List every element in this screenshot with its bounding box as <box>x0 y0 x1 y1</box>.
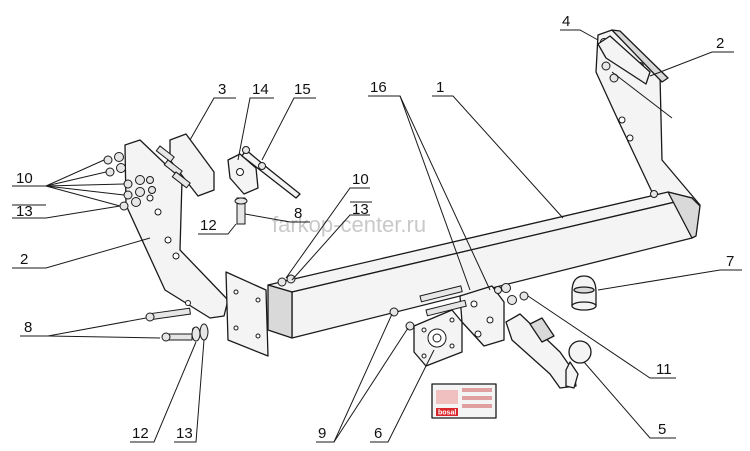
main-crossbar <box>225 190 701 357</box>
callout-12-top: 12 <box>200 217 217 234</box>
callout-8-left: 8 <box>24 319 32 336</box>
tow-ball-cap <box>571 275 597 311</box>
ball-mount-plate <box>459 285 505 347</box>
small-bracket-bolt <box>234 197 248 225</box>
electrical-socket-plate <box>413 309 463 367</box>
callout-8-top: 8 <box>294 205 302 222</box>
callout-3: 3 <box>218 81 226 98</box>
left-side-bracket <box>124 139 229 333</box>
callout-10-left: 10 <box>16 170 33 187</box>
callout-2-left: 2 <box>20 251 28 268</box>
callout-4: 4 <box>562 13 570 30</box>
callout-13-mid: 13 <box>352 201 369 218</box>
callout-16: 16 <box>370 79 387 96</box>
callout-7: 7 <box>726 253 734 270</box>
callout-13-bottom: 13 <box>176 425 193 442</box>
right-clamp-plate <box>597 35 673 119</box>
callout-9: 9 <box>318 425 326 442</box>
leader-lines <box>12 29 742 443</box>
callout-13-left: 13 <box>16 203 33 220</box>
lower-left-bolts <box>145 307 209 342</box>
left-clamp-block <box>155 133 215 197</box>
callout-5: 5 <box>658 421 666 438</box>
callout-1: 1 <box>436 79 444 96</box>
callout-6: 6 <box>374 425 382 442</box>
callout-12-bottom: 12 <box>132 425 149 442</box>
product-label-plate: bosal <box>431 383 497 419</box>
small-mount-bracket <box>227 146 301 199</box>
right-fastener-set <box>494 283 529 305</box>
callout-2-right: 2 <box>716 35 724 52</box>
callout-11: 11 <box>656 361 672 378</box>
left-fastener-set <box>103 152 156 211</box>
callout-10-mid: 10 <box>352 171 369 188</box>
tow-ball-arm <box>505 313 592 389</box>
callout-14: 14 <box>252 81 269 98</box>
callout-numbers: 1 2 2 3 4 5 6 7 8 8 9 10 10 11 12 12 13 … <box>16 13 734 442</box>
bosal-logo: bosal <box>438 410 456 417</box>
callout-15: 15 <box>294 81 311 98</box>
